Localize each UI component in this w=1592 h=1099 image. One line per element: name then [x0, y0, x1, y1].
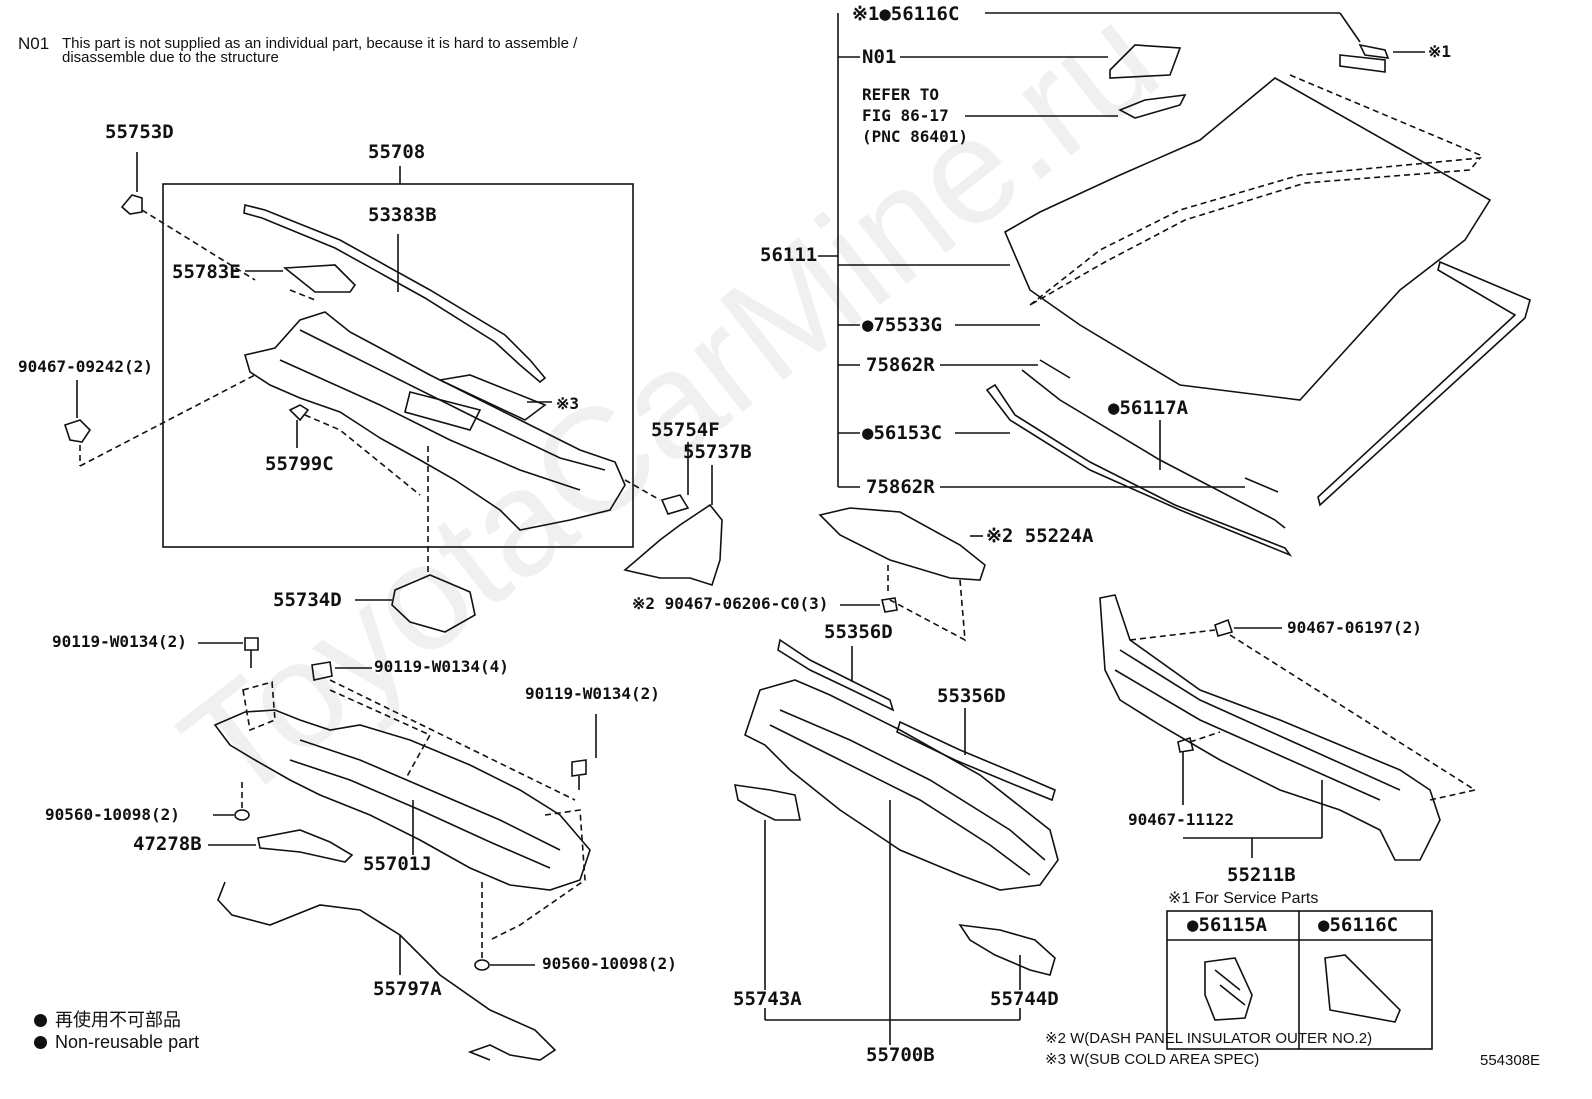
label-75862r-a: 75862R [866, 354, 935, 376]
part-55734d [391, 574, 476, 633]
label-55754f: 55754F [651, 419, 720, 441]
part-55700b [744, 679, 1059, 891]
part-56115a-img [1204, 957, 1253, 1021]
part-53383b [243, 204, 547, 384]
label-refer-2: FIG 86-17 [862, 106, 949, 125]
part-55753d [120, 194, 143, 215]
label-55734d: 55734D [273, 589, 342, 611]
label-55708: 55708 [368, 141, 426, 163]
part-55799c [288, 404, 310, 422]
label-n01: N01 [862, 46, 897, 68]
label-55797a: 55797A [373, 978, 442, 1000]
note-line2: disassemble due to the structure [62, 49, 279, 66]
label-55700b: 55700B [866, 1044, 935, 1066]
diagram-id: 554308E [1480, 1052, 1541, 1069]
part-75862r-b [1244, 477, 1279, 493]
label-90119-w0134-b: 90119-W0134(4) [374, 657, 509, 676]
label-90467-09242: 90467-09242(2) [18, 357, 153, 376]
footnote-star3: ※3 W(SUB COLD AREA SPEC) [1045, 1051, 1260, 1068]
label-56117a: ●56117A [1108, 397, 1189, 419]
part-55211b [1099, 594, 1441, 861]
part-55708 [243, 311, 626, 531]
part-n01 [1109, 44, 1182, 79]
label-star3: ※3 [556, 394, 580, 413]
label-55799c: 55799C [265, 453, 334, 475]
part-55356d-a [777, 638, 895, 712]
label-75862r-b: 75862R [866, 476, 935, 498]
part-90560-b [474, 959, 490, 971]
part-56117a [1317, 260, 1531, 507]
part-55743a [733, 784, 801, 821]
label-55743a: 55743A [733, 988, 802, 1010]
part-90560-a [234, 809, 250, 821]
part-55224a [818, 507, 986, 581]
footnote-star2: ※2 W(DASH PANEL INSULATOR OUTER NO.2) [1045, 1030, 1373, 1047]
label-47278b: 47278B [133, 833, 202, 855]
part-55797a [217, 881, 557, 1061]
legend-en-text: Non-reusable part [55, 1032, 200, 1052]
label-55356d-a: 55356D [824, 621, 893, 643]
part-75862r-a [1039, 359, 1071, 379]
part-55701j [213, 709, 591, 891]
part-75533g [1029, 157, 1482, 306]
part-56116c [1339, 54, 1386, 73]
part-56111-glass [1003, 77, 1492, 401]
legend-jp: 再使用不可部品 [34, 1006, 181, 1032]
service-box-col1: ●56115A [1187, 914, 1268, 936]
bullet-icon [34, 1014, 47, 1027]
part-56153c [985, 383, 1293, 557]
label-55737b: 55737B [683, 441, 752, 463]
part-55356d-b [896, 720, 1056, 802]
label-90119-w0134-c: 90119-W0134(2) [525, 684, 660, 703]
legend-en: Non-reusable part [34, 1032, 199, 1053]
label-55744d: 55744D [990, 988, 1059, 1010]
part-90467-06206 [881, 597, 898, 613]
label-refer-3: (PNC 86401) [862, 127, 968, 146]
label-55211b: 55211B [1227, 864, 1296, 886]
service-box-title: ※1 For Service Parts [1168, 890, 1319, 907]
label-55224a: ※2 55224A [986, 525, 1094, 547]
label-53383b: 53383B [368, 204, 437, 226]
label-56116c-top: ※1●56116C [852, 3, 960, 25]
part-55783e [282, 264, 357, 293]
label-55783e: 55783E [172, 261, 241, 283]
label-56153c: ●56153C [862, 422, 943, 444]
label-90467-06206: ※2 90467-06206-C0(3) [632, 594, 829, 613]
label-56111: 56111 [760, 244, 818, 266]
label-55753d: 55753D [105, 121, 174, 143]
part-90119-a [244, 637, 259, 668]
part-90119-c [571, 759, 587, 790]
label-90560-10098-b: 90560-10098(2) [542, 954, 677, 973]
part-47278b [257, 829, 354, 863]
bullet-icon [34, 1036, 47, 1049]
label-75533g: ●75533G [862, 314, 943, 336]
part-90119-b [311, 661, 333, 681]
label-90560-10098-a: 90560-10098(2) [45, 805, 180, 824]
note-code: N01 [18, 34, 50, 53]
note-line1: This part is not supplied as an individu… [62, 35, 578, 52]
service-box-col2: ●56116C [1318, 914, 1399, 936]
part-55754f [660, 494, 690, 515]
part-55737b [623, 503, 723, 587]
label-90119-w0134-a: 90119-W0134(2) [52, 632, 187, 651]
part-90467-09242 [63, 419, 92, 443]
part-56116c-img [1324, 954, 1401, 1023]
label-star1: ※1 [1428, 42, 1452, 61]
label-55356d-b: 55356D [937, 685, 1006, 707]
legend-jp-text: 再使用不可部品 [55, 1010, 181, 1030]
part-90467-11122 [1177, 736, 1194, 753]
group-box-55708 [162, 183, 634, 548]
label-90467-11122: 90467-11122 [1128, 810, 1234, 829]
part-90467-06197 [1214, 618, 1234, 637]
part-55744d [958, 923, 1056, 976]
label-90467-06197: 90467-06197(2) [1287, 618, 1422, 637]
label-55701j: 55701J [363, 853, 432, 875]
label-refer-1: REFER TO [862, 85, 940, 104]
